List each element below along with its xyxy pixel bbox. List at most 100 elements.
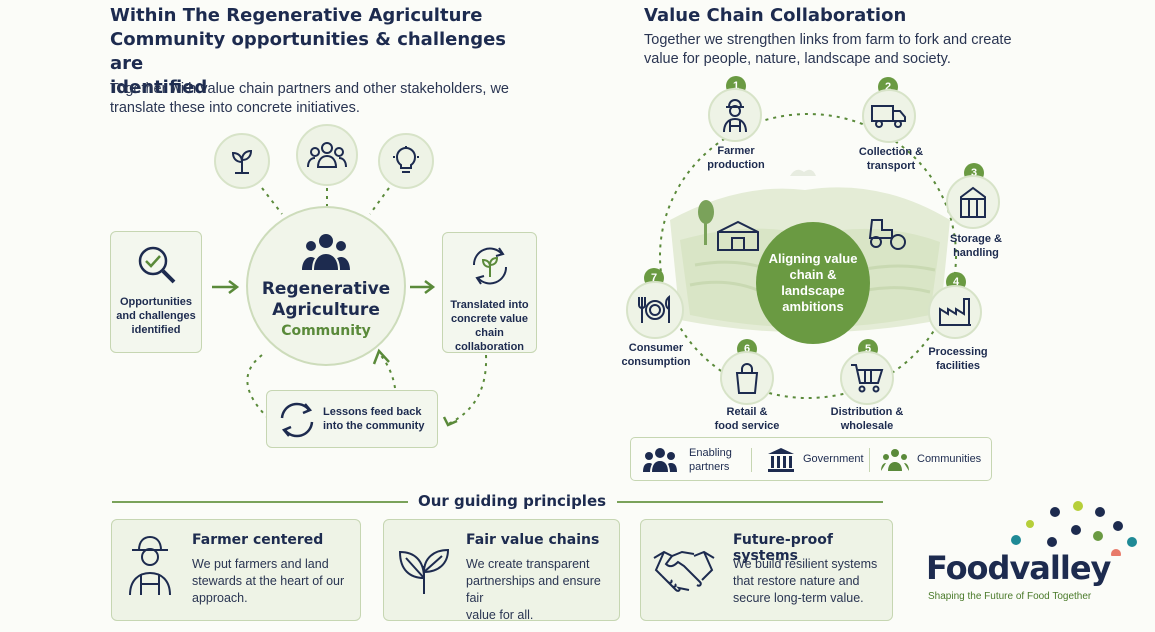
legend-box: Enabling partners Government Communities <box>630 437 992 481</box>
leaf-icon <box>398 548 450 594</box>
opportunities-line-3: identified <box>131 324 181 336</box>
step-5-line-2: wholesale <box>840 420 894 432</box>
shopping-bag-icon <box>735 363 759 394</box>
principle-farmer-line-3: approach. <box>192 591 248 605</box>
farmer-icon <box>129 535 171 596</box>
people-icon <box>302 234 350 270</box>
legend-communities: Communities <box>917 453 982 465</box>
step-7-label: Consumer consumption <box>614 341 698 369</box>
step-5-label: Distribution & wholesale <box>822 405 912 433</box>
logo-wordmark: Foodvalley <box>926 549 1111 587</box>
hub-circle: Regenerative Agriculture Community <box>246 206 406 366</box>
center-line-3: landscape <box>781 283 845 298</box>
step-1-line-2: production <box>707 159 765 171</box>
step-1-circle <box>708 88 762 142</box>
translated-line-2: concrete value <box>450 313 529 325</box>
legend-divider-2 <box>869 448 870 472</box>
step-5-line-1: Distribution & <box>830 406 904 418</box>
step-4-line-2: facilities <box>935 360 981 372</box>
sprout-icon <box>231 149 253 174</box>
right-subtitle: Together we strengthen links from farm t… <box>644 31 1104 69</box>
step-6-line-2: food service <box>714 420 780 432</box>
principle-card-future: Future-proof systems We build resilient … <box>640 519 893 621</box>
step-2-circle <box>862 89 916 143</box>
translated-line-1: Translated into <box>450 299 529 311</box>
step-3-line-2: handling <box>953 247 999 259</box>
step-3-circle <box>946 175 1000 229</box>
translated-line-3: chain collaboration <box>454 327 525 353</box>
left-title-line-3: identified <box>110 77 208 98</box>
center-circle: Aligning value chain & landscape ambitio… <box>756 222 870 344</box>
principle-farmer-line-2: stewards at the heart of our <box>192 574 345 588</box>
government-icon <box>768 448 794 472</box>
lightbulb-icon <box>393 146 419 173</box>
center-line-1: Aligning value <box>768 251 858 266</box>
step-7-circle <box>626 281 684 339</box>
left-title-line-2: Community opportunities & challenges are <box>110 29 506 74</box>
legend-divider-1 <box>751 448 752 472</box>
step-3-label: Storage & handling <box>936 232 1016 260</box>
principles-rule-right <box>617 501 883 503</box>
principle-text-farmer: We put farmers and land stewards at the … <box>192 556 358 607</box>
step-1-label: Farmer production <box>696 144 776 172</box>
legend-government: Government <box>803 453 864 465</box>
logo-dots <box>1011 501 1137 556</box>
warehouse-icon <box>960 186 986 218</box>
opportunities-line-1: Opportunities <box>119 296 193 308</box>
partners-icon <box>643 448 677 472</box>
hub-title-line-2: Agriculture <box>272 300 380 320</box>
principle-text-fair: We create transparent partnerships and e… <box>466 556 618 624</box>
lessons-box: Lessons feed back into the community <box>266 390 438 448</box>
step-4-line-1: Processing <box>928 346 988 358</box>
step-6-circle <box>720 351 774 405</box>
cart-icon <box>851 364 884 393</box>
principles-heading: Our guiding principles <box>417 492 607 510</box>
left-subtitle-line-1: Together with value chain partners and o… <box>110 81 509 97</box>
step-6-line-1: Retail & <box>726 406 768 418</box>
step-2-line-2: transport <box>866 160 916 172</box>
center-line-4: ambitions <box>782 299 844 314</box>
logo-tagline: Shaping the Future of Food Together <box>928 591 1092 602</box>
truck-icon <box>871 105 906 128</box>
principle-future-line-1: We build resilient systems <box>733 557 878 571</box>
left-title: Within The Regenerative Agriculture Comm… <box>110 4 530 100</box>
left-subtitle-line-2: translate these into concrete initiative… <box>110 100 360 116</box>
lightbulb-circle <box>378 133 434 189</box>
legend-partners-line-2: partners <box>689 461 730 473</box>
sprout-circle <box>214 133 270 189</box>
translated-box: Translated into concrete value chain col… <box>442 232 537 353</box>
lessons-line-2: into the community <box>323 420 425 432</box>
hub-title-line-3: Community <box>281 323 371 339</box>
step-7-line-1: Consumer <box>628 342 684 354</box>
principle-card-fair: Fair value chains We create transparent … <box>383 519 620 624</box>
principles-rule-left <box>112 501 408 503</box>
step-5-circle <box>840 351 894 405</box>
plate-cutlery-icon <box>638 295 670 323</box>
principle-fair-line-2: partnerships and ensure fair <box>466 574 601 605</box>
factory-icon <box>939 298 971 326</box>
center-line-2: chain & <box>789 267 837 282</box>
hub-title-line-1: Regenerative <box>261 279 391 299</box>
handshake-icon <box>653 550 715 592</box>
magnifier-check-icon <box>138 246 176 284</box>
step-4-circle <box>928 285 982 339</box>
step-4-label: Processing facilities <box>918 345 998 373</box>
farmer-icon <box>723 98 747 133</box>
opportunities-box: Opportunities and challenges identified <box>110 231 202 353</box>
refresh-icon <box>280 402 314 438</box>
principle-future-line-2: that restore nature and <box>733 574 860 588</box>
principle-text-future: We build resilient systems that restore … <box>733 556 891 607</box>
step-3-line-1: Storage & <box>950 233 1002 245</box>
left-title-line-1: Within The Regenerative Agriculture <box>110 5 483 26</box>
lessons-line-1: Lessons feed back <box>323 406 422 418</box>
step-1-line-1: Farmer <box>717 145 755 157</box>
principle-title-future: Future-proof systems <box>733 532 833 564</box>
community-circle <box>296 124 358 186</box>
right-subtitle-line-1: Together we strengthen links from farm t… <box>644 32 1012 48</box>
step-2-line-1: Collection & <box>858 146 924 158</box>
right-title: Value Chain Collaboration <box>644 5 907 26</box>
principle-card-farmer: Farmer centered We put farmers and land … <box>111 519 361 621</box>
legend-partners: Enabling partners <box>689 446 732 474</box>
principle-fair-line-3: value for all. <box>466 608 534 622</box>
step-6-label: Retail & food service <box>704 405 790 433</box>
